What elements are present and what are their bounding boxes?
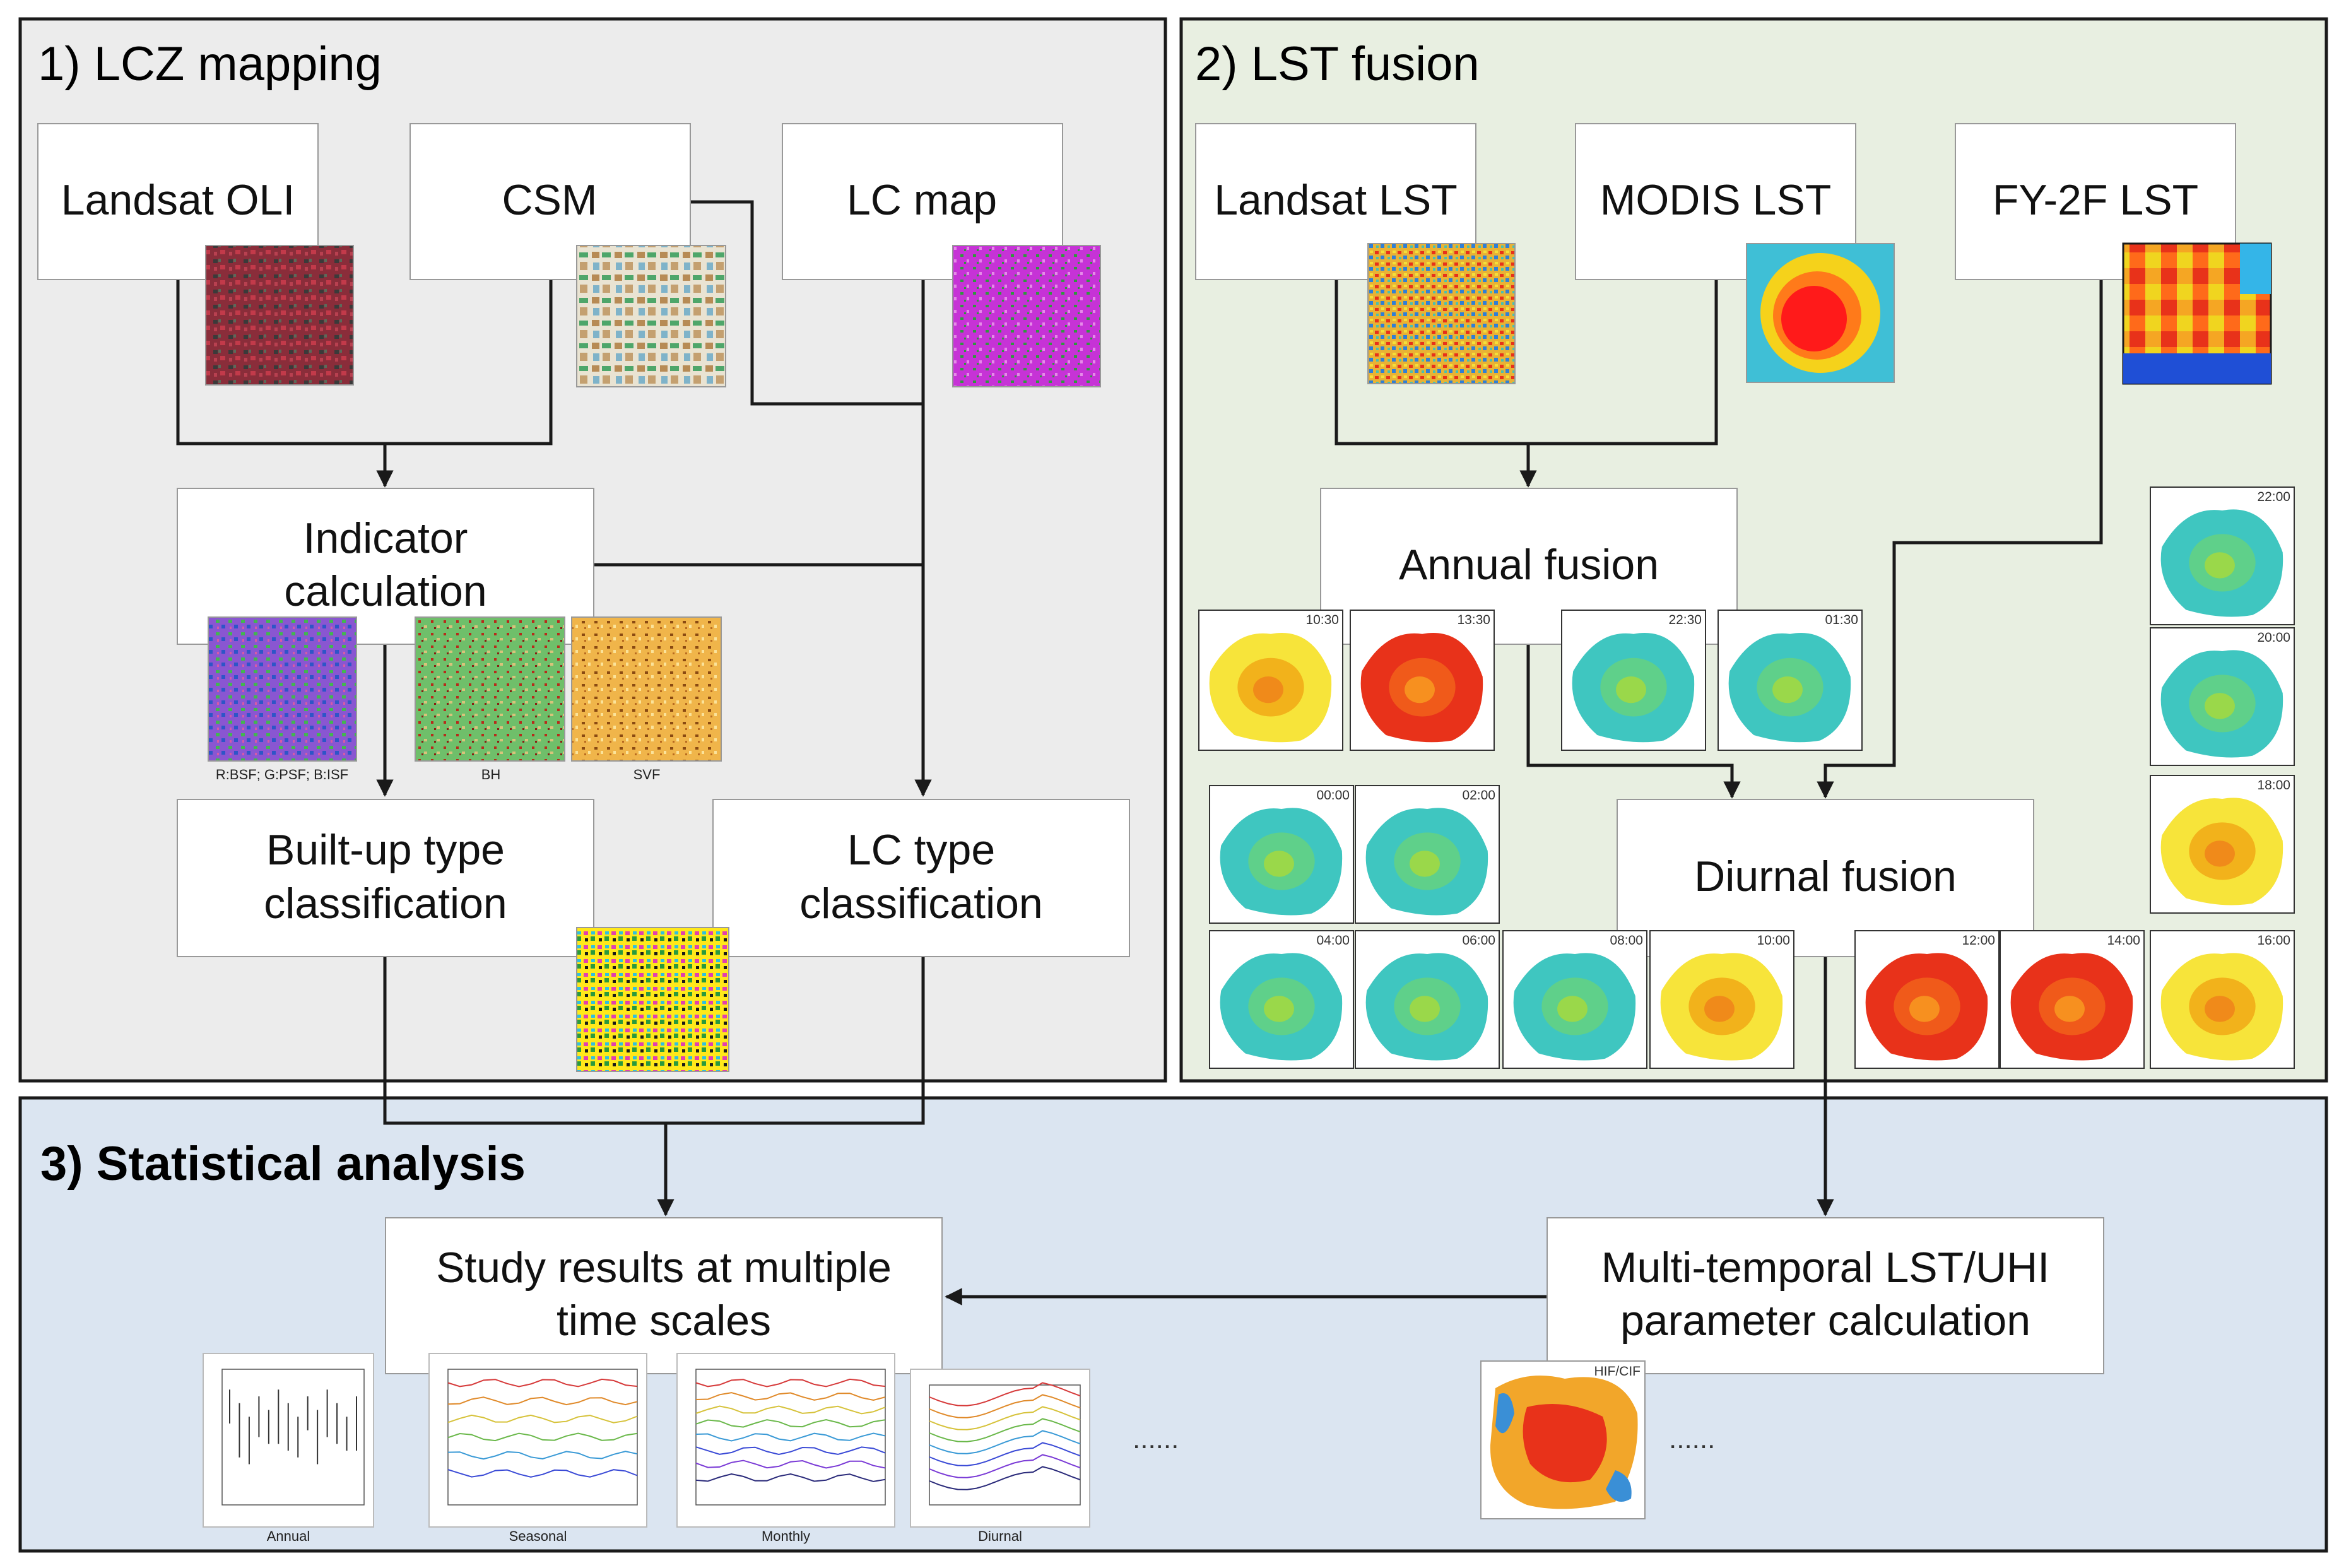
diurnal-mid-tile-1: 02:00 <box>1355 785 1500 924</box>
diurnal-bottom-tile-2-time: 08:00 <box>1610 933 1643 948</box>
diurnal-right-tile-0: 22:00 <box>2150 486 2295 625</box>
diurnal-mid-tile-0: 00:00 <box>1209 785 1354 924</box>
label-diurnal-fusion: Diurnal fusion <box>1694 852 1957 900</box>
diurnal-bottom-tile-0: 04:00 <box>1209 930 1354 1069</box>
indicator-bh-thumbnail <box>415 616 565 762</box>
label-landsat-lst: Landsat LST <box>1214 176 1458 224</box>
label-lc-map: LC map <box>847 176 997 224</box>
edge-annual-to-diurnal <box>1526 644 1741 799</box>
result-thumb-annual: Annual <box>203 1353 374 1544</box>
classification-thumbnail <box>576 927 729 1072</box>
label-landsat-oli: Landsat OLI <box>61 176 295 224</box>
lst-tiles: 10:30 13:30 22:30 01:30 22:00 20:00 18:00 00:00… <box>1198 486 2295 1069</box>
diurnal-bottom-tile-2: 08:00 <box>1502 930 1647 1069</box>
diurnal-mid-tile-0-time: 00:00 <box>1316 788 1350 803</box>
result-caption-monthly: Monthly <box>762 1528 810 1544</box>
box-study-results: Study results at multiple time scales <box>385 1217 943 1374</box>
result-caption-diurnal: Diurnal <box>978 1528 1022 1544</box>
result-chart-thumbnails: Annual Seasonal Monthly Diurnal <box>203 1353 1090 1544</box>
fy2f-lst-thumbnail <box>2122 242 2272 385</box>
label-multitemporal-line2: parameter calculation <box>1620 1297 2030 1345</box>
annual-tile-3-time: 01:30 <box>1825 613 1858 627</box>
result-thumb-diurnal: Diurnal <box>910 1369 1090 1544</box>
connectors <box>176 200 2103 1306</box>
ellipsis-parameters: ...... <box>1669 1424 1715 1454</box>
ellipsis-results: ...... <box>1133 1424 1179 1454</box>
caption-rgb: R:BSF; G:PSF; B:ISF <box>216 767 348 782</box>
modis-lst-thumbnail <box>1746 243 1895 383</box>
label-modis-lst: MODIS LST <box>1600 176 1832 224</box>
label-annual-fusion: Annual fusion <box>1399 541 1659 589</box>
result-caption-annual: Annual <box>267 1528 310 1544</box>
hif-cif-thumbnail: HIF/CIF <box>1480 1360 1646 1519</box>
label-builtup-line1: Built-up type <box>266 826 505 874</box>
landsat-lst-thumbnail <box>1367 243 1516 384</box>
annual-tile-2: 22:30 <box>1561 610 1706 751</box>
label-lctype-line2: classification <box>799 880 1043 928</box>
edge-csm-to-lcline <box>688 200 923 406</box>
panel-title-lst: 2) LST fusion <box>1195 37 1480 91</box>
annual-tile-3: 01:30 <box>1717 610 1863 751</box>
diurnal-mid-tile-1-time: 02:00 <box>1462 788 1495 803</box>
caption-svf: SVF <box>633 767 661 782</box>
label-study-line2: time scales <box>557 1297 771 1345</box>
diurnal-bottom-tile-1: 06:00 <box>1355 930 1500 1069</box>
diurnal-right-tile-1: 20:00 <box>2150 627 2295 766</box>
result-caption-seasonal: Seasonal <box>509 1528 567 1544</box>
csm-thumbnail <box>576 245 726 387</box>
edge-lst-join <box>1334 279 1718 445</box>
label-fy2f-lst: FY-2F LST <box>1993 176 2198 224</box>
annual-tile-2-time: 22:30 <box>1668 613 1702 627</box>
edge-classifications-join <box>383 956 925 1125</box>
diurnal-bottom-tile-5: 14:00 <box>2000 930 2145 1069</box>
diurnal-right-tile-1-time: 20:00 <box>2257 630 2290 645</box>
diurnal-right-tile-0-time: 22:00 <box>2257 490 2290 504</box>
diurnal-bottom-tile-4-time: 12:00 <box>1962 933 1995 948</box>
diurnal-bottom-tile-0-time: 04:00 <box>1316 933 1350 948</box>
diurnal-right-tile-2: 18:00 <box>2150 775 2295 914</box>
indicator-rgb-thumbnail <box>208 616 357 762</box>
box-lc-type-classification: LC type classification <box>712 799 1130 957</box>
annual-tile-0-time: 10:30 <box>1305 613 1339 627</box>
diurnal-right-tile-2-time: 18:00 <box>2257 778 2290 793</box>
diurnal-bottom-tile-3: 10:00 <box>1649 930 1794 1069</box>
result-thumb-seasonal: Seasonal <box>428 1353 647 1544</box>
landsat-oli-thumbnail <box>205 245 354 386</box>
panel-title-lcz: 1) LCZ mapping <box>38 37 382 91</box>
diurnal-bottom-tile-5-time: 14:00 <box>2107 933 2140 948</box>
label-indicator-line2: calculation <box>284 567 486 615</box>
annual-tile-1: 13:30 <box>1350 610 1495 751</box>
hif-cif-label: HIF/CIF <box>1594 1364 1641 1379</box>
caption-bh: BH <box>481 767 501 782</box>
diurnal-bottom-tile-4: 12:00 <box>1854 930 2000 1069</box>
label-study-line1: Study results at multiple <box>436 1244 892 1292</box>
label-lctype-line1: LC type <box>847 826 995 874</box>
lc-map-thumbnail <box>952 245 1101 387</box>
diurnal-bottom-tile-6: 16:00 <box>2150 930 2295 1069</box>
result-thumb-monthly: Monthly <box>676 1353 895 1544</box>
label-indicator-line1: Indicator <box>303 514 468 562</box>
indicator-svf-thumbnail <box>571 616 722 762</box>
edge-fy-to-diurnal <box>1817 279 2103 799</box>
annual-tile-1-time: 13:30 <box>1457 613 1490 627</box>
label-multitemporal-line1: Multi-temporal LST/UHI <box>1601 1244 2049 1292</box>
box-multi-temporal: Multi-temporal LST/UHI parameter calcula… <box>1547 1217 2104 1374</box>
panel-title-stat: 3) Statistical analysis <box>40 1137 526 1191</box>
diurnal-bottom-tile-1-time: 06:00 <box>1462 933 1495 948</box>
edge-landsat-csm-join <box>176 279 553 445</box>
diurnal-bottom-tile-3-time: 10:00 <box>1757 933 1790 948</box>
diurnal-bottom-tile-6-time: 16:00 <box>2257 933 2290 948</box>
label-csm: CSM <box>502 176 597 224</box>
box-builtup-classification: Built-up type classification <box>177 799 594 957</box>
label-builtup-line2: classification <box>264 880 507 928</box>
annual-tile-0: 10:30 <box>1198 610 1343 751</box>
